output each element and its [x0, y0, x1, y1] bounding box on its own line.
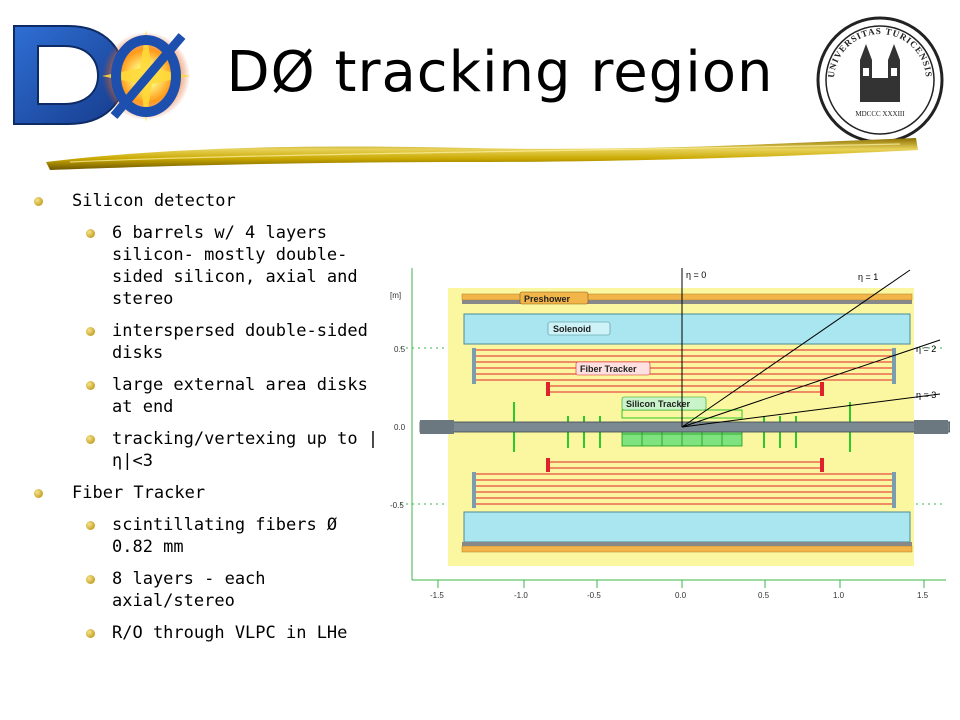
preshower-bottom [461, 545, 913, 553]
sub-bullet: R/O through VLPC in LHe [34, 622, 379, 644]
fiber-end-plates [472, 348, 896, 508]
sub-bullet: large external area disks at end [34, 374, 379, 418]
bullet-list: Silicon detector 6 barrels w/ 4 layers s… [34, 190, 379, 654]
x-tick-label: 1.5 [917, 591, 929, 600]
preshower-frame [462, 542, 912, 546]
fiber-tracker-label: Fiber Tracker [580, 364, 637, 374]
x-tick-marks [437, 580, 925, 588]
beam-pipe-end [420, 420, 454, 434]
bullet-dot-icon [86, 381, 95, 390]
sub-bullet: tracking/vertexing up to |η|<3 [34, 428, 379, 472]
page-title: DØ tracking region [226, 40, 774, 105]
sub-bullet: 6 barrels w/ 4 layers silicon- mostly do… [34, 222, 379, 310]
bullet-dot-icon [86, 435, 95, 444]
brush-divider [46, 138, 918, 170]
bullet-fiber: Fiber Tracker [34, 482, 379, 504]
university-seal: UNIVERSITAS TURICENSIS MDCCC XXXIII [816, 16, 944, 144]
x-tick-label: 0.0 [675, 591, 687, 600]
bullet-text: R/O through VLPC in LHe [112, 623, 348, 643]
bullet-dot-icon [34, 197, 43, 206]
eta-1-label: η = 1 [858, 272, 878, 282]
fiber-tracker-label-box: Fiber Tracker [575, 361, 651, 376]
sub-bullet: scintillating fibers Ø 0.82 mm [34, 514, 379, 558]
solenoid-top [463, 313, 911, 345]
sub-bullet: interspersed double-sided disks [34, 320, 379, 364]
bullet-dot-icon [86, 629, 95, 638]
eta-0-label: η = 0 [686, 270, 706, 280]
bullet-text: large external area disks at end [112, 375, 368, 417]
d0-logo [13, 25, 190, 125]
bullet-text: Silicon detector [72, 191, 236, 211]
bullet-dot-icon [86, 327, 95, 336]
x-tick-label: 1.0 [833, 591, 845, 600]
solenoid-label: Solenoid [553, 324, 591, 334]
seal-text-bottom: MDCCC XXXIII [855, 110, 905, 118]
preshower-frame [462, 300, 912, 304]
y-tick-label: -0.5 [390, 501, 404, 510]
x-tick-label: -1.5 [430, 591, 444, 600]
x-tick-label: 0.5 [758, 591, 770, 600]
sub-bullet: 8 layers - each axial/stereo [34, 568, 379, 612]
silicon-tracker-label: Silicon Tracker [626, 399, 691, 409]
o-slash-letter [110, 33, 186, 119]
fiber-layers-bottom [476, 461, 892, 505]
y-tick-label: 0.0 [394, 423, 406, 432]
church-towers-icon [860, 44, 900, 102]
solenoid-label-box: Solenoid [547, 321, 611, 336]
bullet-silicon: Silicon detector [34, 190, 379, 212]
eta-lines [681, 268, 941, 428]
bullet-text: 8 layers - each axial/stereo [112, 569, 266, 611]
solenoid-bottom [463, 511, 911, 543]
beam-pipe-end [914, 420, 948, 434]
x-tick-label: -0.5 [587, 591, 601, 600]
preshower-label: Preshower [524, 294, 571, 304]
bullet-text: interspersed double-sided disks [112, 321, 368, 363]
bullet-dot-icon [86, 521, 95, 530]
bullet-dot-icon [86, 575, 95, 584]
unit-label: [m] [390, 291, 401, 300]
bullet-text: 6 barrels w/ 4 layers silicon- mostly do… [112, 223, 358, 309]
bullet-text: tracking/vertexing up to |η|<3 [112, 429, 379, 471]
bullet-text: Fiber Tracker [72, 483, 206, 503]
eta-3-label: η = 3 [916, 390, 936, 400]
silicon-tracker-label-box: Silicon Tracker [621, 396, 707, 411]
bullet-text: scintillating fibers Ø 0.82 mm [112, 515, 338, 557]
eta-2-label: η = 2 [916, 344, 936, 354]
preshower-label-box: Preshower [519, 291, 589, 305]
tracker-diagram: [m] 0.5 0.0 -0.5 -1.5 -1.0 -0.5 0.0 0.5 … [390, 268, 950, 600]
bullet-dot-icon [86, 229, 95, 238]
y-tick-label: 0.5 [394, 345, 406, 354]
fiber-layers-top [476, 349, 892, 393]
bullet-dot-icon [34, 489, 43, 498]
x-tick-label: -1.0 [514, 591, 528, 600]
